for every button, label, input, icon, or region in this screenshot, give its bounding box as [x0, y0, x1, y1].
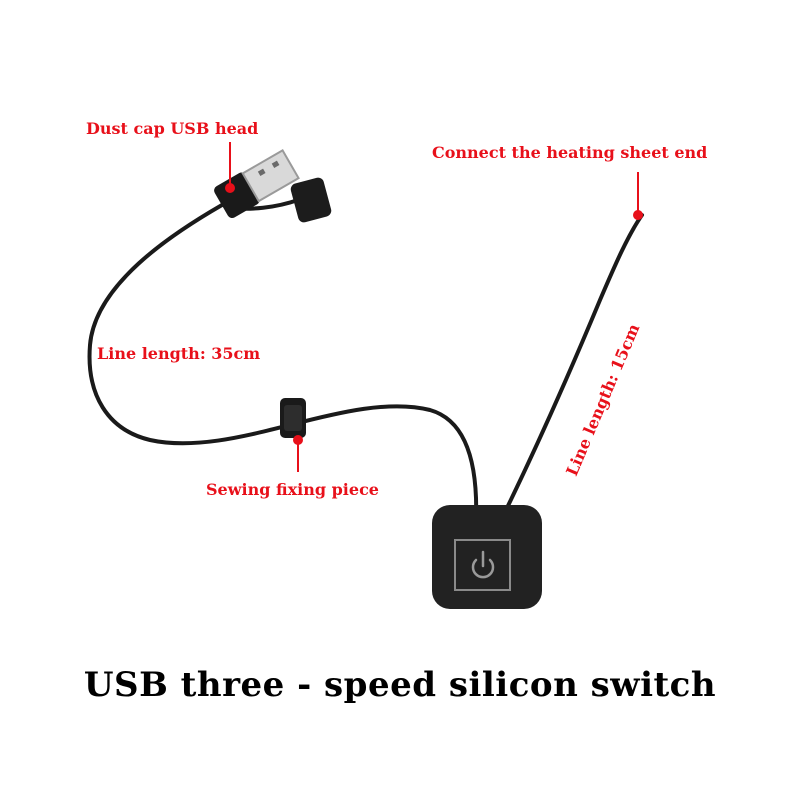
cable-15cm — [503, 213, 644, 514]
callout-heating-end — [633, 172, 643, 220]
label-heating-sheet-end: Connect the heating sheet end — [432, 143, 708, 162]
usb-plug-icon — [214, 149, 300, 219]
label-dust-cap-usb-head: Dust cap USB head — [86, 119, 259, 138]
cable-35cm — [87, 203, 479, 522]
switch-pad — [432, 505, 542, 609]
clip-icon — [280, 398, 306, 438]
callout-sewing — [293, 435, 303, 472]
label-sewing-fixing-piece: Sewing fixing piece — [206, 480, 379, 499]
power-icon — [471, 550, 495, 579]
label-line-length-35cm: Line length: 35cm — [97, 344, 261, 363]
dust-cap-icon — [290, 177, 332, 223]
product-title: USB three - speed silicon switch — [83, 665, 717, 705]
callout-dust-cap — [225, 142, 235, 193]
